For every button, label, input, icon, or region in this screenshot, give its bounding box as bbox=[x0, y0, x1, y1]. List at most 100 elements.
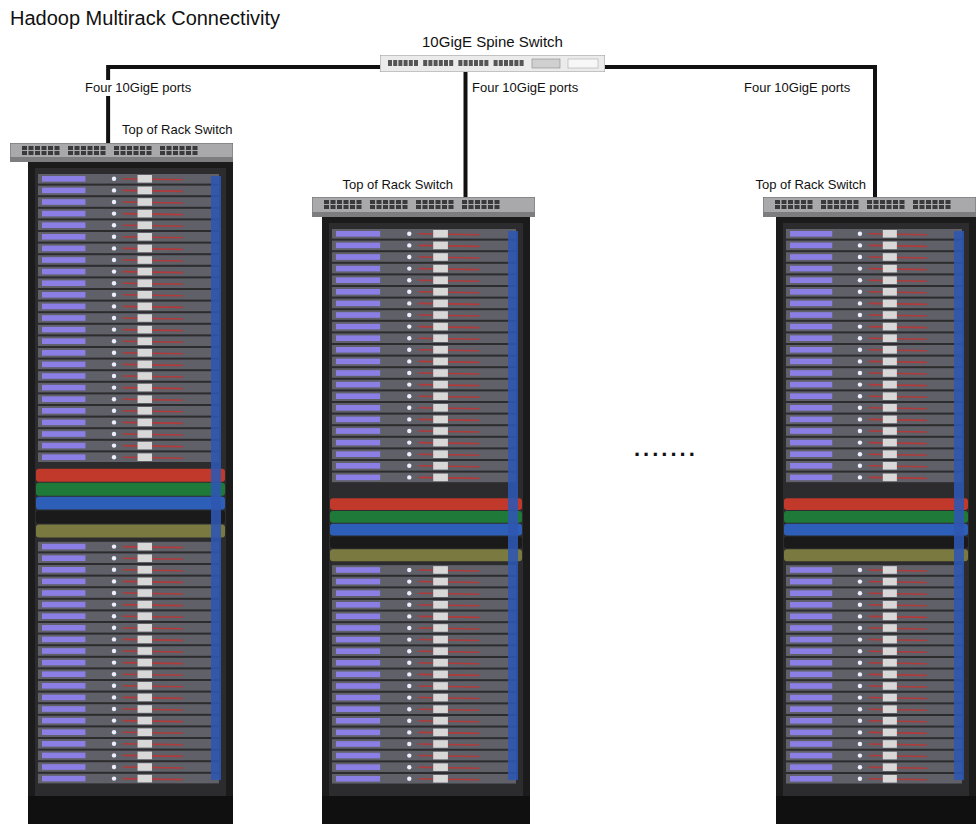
server-unit bbox=[38, 553, 219, 563]
switch-module bbox=[568, 59, 598, 68]
network-cable bbox=[869, 674, 927, 675]
server-unit bbox=[786, 345, 962, 355]
switch-port bbox=[331, 200, 336, 204]
switch-port bbox=[75, 151, 80, 155]
server-unit bbox=[786, 333, 962, 343]
switch-port bbox=[442, 205, 447, 209]
network-cable bbox=[123, 318, 183, 319]
switch-port bbox=[42, 146, 47, 150]
network-cable bbox=[123, 248, 183, 249]
port-block bbox=[138, 198, 152, 206]
server-unit bbox=[332, 426, 516, 436]
network-cable bbox=[123, 697, 183, 698]
port-block bbox=[883, 601, 897, 609]
network-cable bbox=[869, 651, 927, 652]
switch-port bbox=[933, 200, 938, 204]
switch-port bbox=[121, 151, 126, 155]
status-led bbox=[112, 649, 116, 653]
network-cable bbox=[418, 477, 479, 478]
status-led bbox=[858, 266, 862, 270]
server-bezel bbox=[790, 451, 832, 457]
status-led bbox=[112, 177, 116, 181]
switch-port bbox=[388, 60, 392, 66]
server-unit bbox=[786, 264, 962, 274]
switch-port bbox=[94, 146, 99, 150]
switch-chassis bbox=[380, 55, 605, 72]
switch-port bbox=[55, 146, 60, 150]
port-block bbox=[138, 175, 152, 183]
status-led bbox=[858, 719, 862, 723]
server-unit bbox=[786, 739, 962, 749]
server-bezel bbox=[42, 292, 85, 298]
switch-port bbox=[398, 60, 402, 66]
server-unit bbox=[38, 658, 219, 668]
server-bezel bbox=[336, 706, 380, 712]
status-led bbox=[407, 313, 411, 317]
network-cable bbox=[123, 283, 183, 284]
network-cable bbox=[418, 605, 479, 606]
network-cable bbox=[123, 593, 183, 594]
status-led bbox=[858, 753, 862, 757]
server-unit bbox=[332, 229, 516, 239]
server-bezel bbox=[42, 683, 85, 689]
server-bezel bbox=[42, 567, 85, 573]
server-bezel bbox=[336, 741, 380, 747]
port-block bbox=[433, 740, 448, 748]
network-cable bbox=[123, 709, 183, 710]
status-led bbox=[858, 278, 862, 282]
network-cable bbox=[418, 454, 479, 455]
port-block bbox=[883, 381, 897, 389]
server-bezel bbox=[790, 602, 832, 608]
status-led bbox=[112, 351, 116, 355]
rack-interior bbox=[329, 223, 523, 798]
network-cable bbox=[869, 338, 927, 339]
port-block bbox=[883, 265, 897, 273]
status-led bbox=[407, 672, 411, 676]
switch-port bbox=[357, 205, 362, 209]
switch-port bbox=[167, 146, 172, 150]
server-unit bbox=[786, 426, 962, 436]
server-unit bbox=[38, 267, 219, 277]
switch-chassis bbox=[312, 197, 535, 217]
switch-port bbox=[350, 200, 355, 204]
status-led bbox=[407, 266, 411, 270]
server-bezel bbox=[790, 301, 832, 307]
switch-port bbox=[423, 200, 428, 204]
port-block bbox=[433, 474, 448, 482]
server-rack bbox=[776, 215, 976, 824]
vertical-cables bbox=[954, 231, 964, 780]
port-block bbox=[433, 323, 448, 331]
port-block bbox=[883, 439, 897, 447]
server-bezel bbox=[336, 579, 380, 585]
port-block bbox=[433, 265, 448, 273]
server-bezel bbox=[336, 695, 380, 701]
port-block bbox=[433, 717, 448, 725]
server-unit bbox=[786, 310, 962, 320]
rack-switch: Top of Rack Switch bbox=[312, 197, 535, 217]
server-unit bbox=[38, 348, 219, 358]
network-cable bbox=[418, 721, 479, 722]
port-block bbox=[138, 245, 152, 253]
port-block bbox=[883, 613, 897, 621]
server-bezel bbox=[336, 451, 380, 457]
server-unit bbox=[38, 646, 219, 656]
switch-label: 10GigE Spine Switch bbox=[422, 33, 563, 51]
diagram-title: Hadoop Multirack Connectivity bbox=[10, 6, 280, 30]
port-block bbox=[433, 381, 448, 389]
switch-lip bbox=[312, 212, 535, 217]
switch-port bbox=[114, 151, 119, 155]
status-led bbox=[858, 649, 862, 653]
cable-bundle bbox=[784, 549, 968, 561]
server-bezel bbox=[42, 454, 85, 460]
server-unit bbox=[38, 452, 219, 462]
status-led bbox=[407, 753, 411, 757]
switch-port bbox=[841, 200, 846, 204]
network-cable bbox=[869, 721, 927, 722]
switch-port bbox=[75, 146, 80, 150]
server-unit bbox=[38, 588, 219, 598]
server-unit bbox=[38, 739, 219, 749]
status-led bbox=[407, 417, 411, 421]
server-bezel bbox=[790, 243, 832, 249]
status-led bbox=[407, 301, 411, 305]
switch-port bbox=[22, 146, 27, 150]
